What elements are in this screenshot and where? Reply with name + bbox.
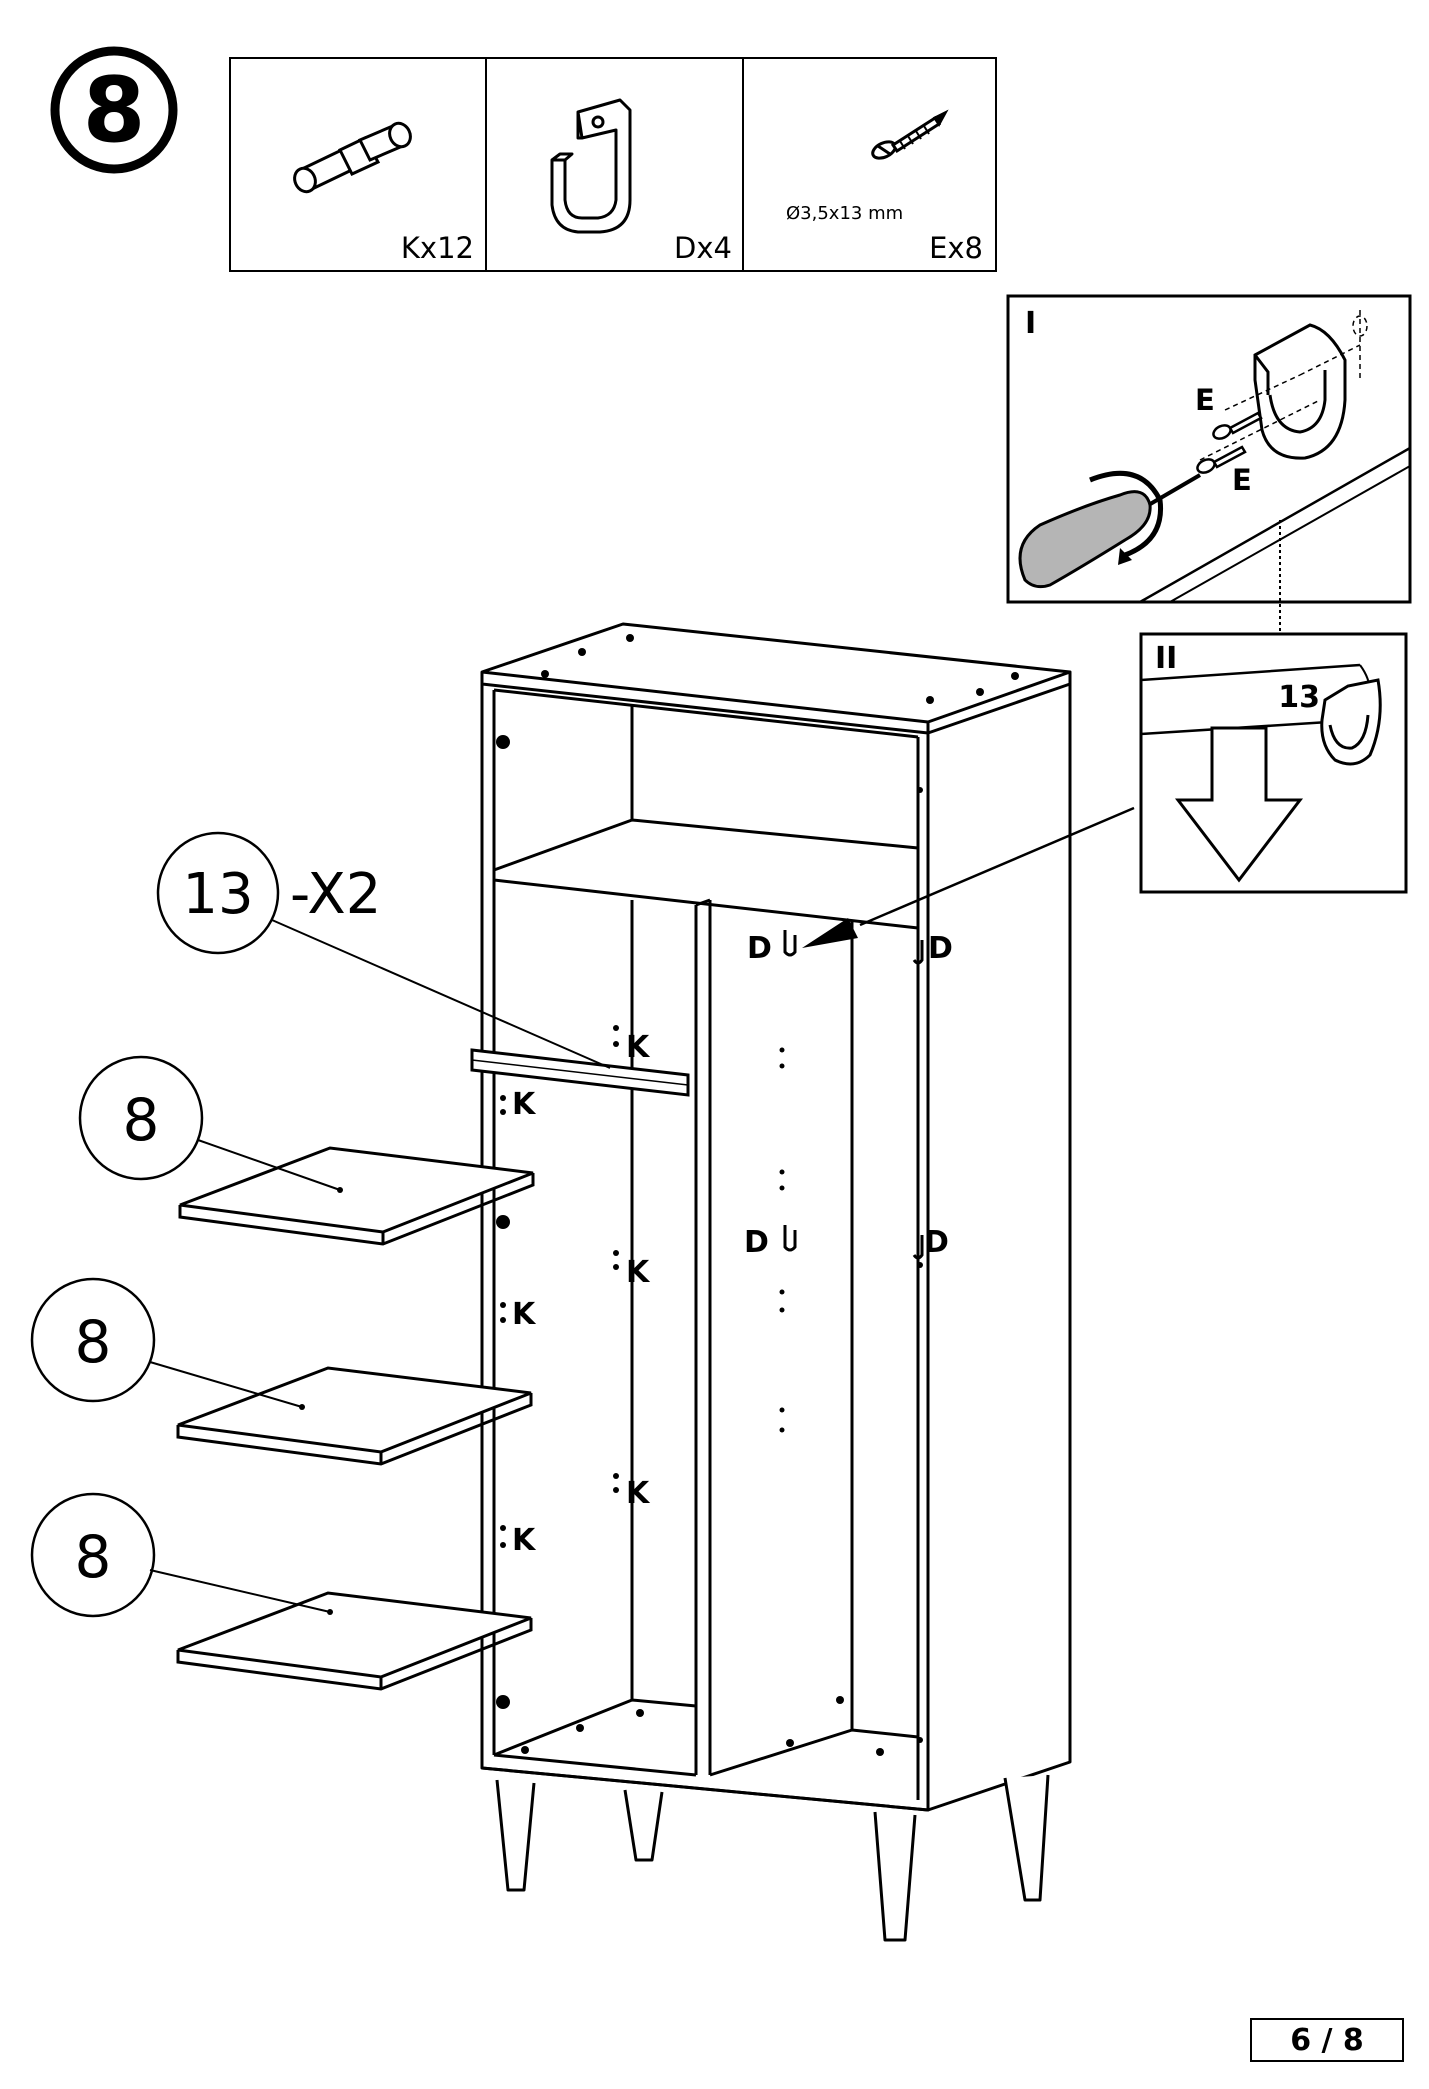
pin-label-6: K [512,1523,537,1558]
rail-part-label: 13 [1278,680,1320,715]
shelf-top [178,1146,535,1246]
shelf-callout-1: 8 [78,1055,341,1191]
screwdriver-icon [1018,470,1202,589]
step-badge: 8 [50,46,178,174]
rail-callout-number: 13 [182,862,253,927]
rail-callout: 13 -X2 [156,831,611,1069]
shelf-bottom [176,1591,533,1691]
parts-table: Kx12 Dx4 Ø3,5x13 mm Ex8 [229,57,997,272]
pin-label-3: K [626,1255,651,1290]
part-e-label: Ex8 [929,231,983,265]
page-number: 6 / 8 [1250,2018,1404,2062]
shelf-callout-1-number: 8 [123,1086,160,1154]
bracket-label-upper-left: D [747,931,772,966]
screw-e-upper-label: E [1195,383,1215,417]
shelf-callout-3-number: 8 [75,1523,112,1591]
rail-bracket-icon [550,98,632,234]
wardrobe-carcass [480,622,1072,1942]
rail-callout-quantity: -X2 [290,862,381,927]
pin-label-1: K [626,1030,651,1065]
dowel-pin-icon [293,121,412,194]
detail-pointer-arrow [802,806,1135,948]
shelf-callout-2: 8 [30,1277,303,1408]
bracket-positions [783,930,924,1260]
screw-e-lower-label: E [1232,463,1252,497]
detail-ii-panel: II 13 [1139,632,1408,894]
screw-e-upper-icon [1212,411,1263,440]
shelf-callout-2-number: 8 [75,1308,112,1376]
pin-label-2: K [512,1087,537,1122]
detail-ii-title: II [1155,641,1177,676]
bracket-detail-icon [1253,323,1347,460]
pin-label-5: K [626,1476,651,1511]
bracket-label-upper-right: D [928,931,953,966]
step-number: 8 [83,58,146,163]
bracket-on-rail-icon [1320,678,1382,766]
detail-i-title: I [1025,306,1036,341]
shelf-pin-holes [500,1025,785,1548]
bracket-label-lower-left: D [744,1225,769,1260]
part-d-label: Dx4 [674,231,732,265]
bracket-label-lower-right: D [924,1225,949,1260]
part-k-label: Kx12 [401,231,474,265]
shelf-callout-3: 8 [30,1492,331,1618]
detail-i-panel: I E E [1006,294,1412,604]
shelf-middle [176,1366,533,1466]
pin-label-4: K [512,1297,537,1332]
hanging-rail [470,1048,690,1097]
screw-e-lower-icon [1196,445,1247,474]
part-e-spec: Ø3,5x13 mm [786,203,903,224]
screw-icon [871,109,949,160]
down-arrow-icon [1174,726,1304,883]
cam-lock-markers [496,634,1019,1756]
